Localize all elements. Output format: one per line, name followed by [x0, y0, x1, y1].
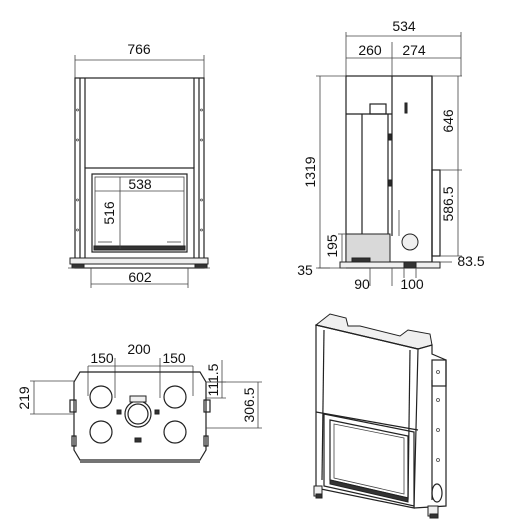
dim-side-lower: 586.5: [440, 186, 456, 221]
dim-side-inlet-height: 195: [324, 234, 340, 258]
dim-side-foot: 35: [297, 262, 313, 278]
dim-front-width: 766: [127, 41, 151, 57]
dim-front-base-width: 602: [128, 269, 152, 285]
dim-side-inlet-width: 90: [354, 276, 370, 292]
dim-side-height: 1319: [302, 156, 318, 187]
dim-side-depth: 534: [392, 18, 416, 34]
dim-top-center-spacing: 200: [127, 341, 151, 357]
dim-top-depth: 306.5: [241, 387, 257, 422]
isometric-view: [313, 313, 447, 519]
dim-side-outlet-width: 100: [400, 276, 424, 292]
dim-side-upper: 646: [440, 109, 456, 133]
dim-side-base-right: 83.5: [457, 253, 484, 269]
dim-top-left-spacing: 150: [90, 350, 114, 366]
top-view: 150 200 150 219 111.5 306: [16, 341, 262, 463]
dim-front-opening-width: 538: [128, 176, 152, 192]
dim-top-front-offset: 111.5: [205, 363, 221, 396]
dim-side-depth-left: 260: [358, 42, 382, 58]
side-view: 534 260 274 1319: [297, 18, 485, 292]
dim-front-opening-height: 516: [101, 201, 117, 225]
dim-top-right-spacing: 150: [162, 350, 186, 366]
dim-side-depth-right: 274: [402, 42, 426, 58]
front-view: 766 538 516 602: [68, 41, 210, 288]
dim-top-left-depth: 219: [16, 386, 32, 410]
